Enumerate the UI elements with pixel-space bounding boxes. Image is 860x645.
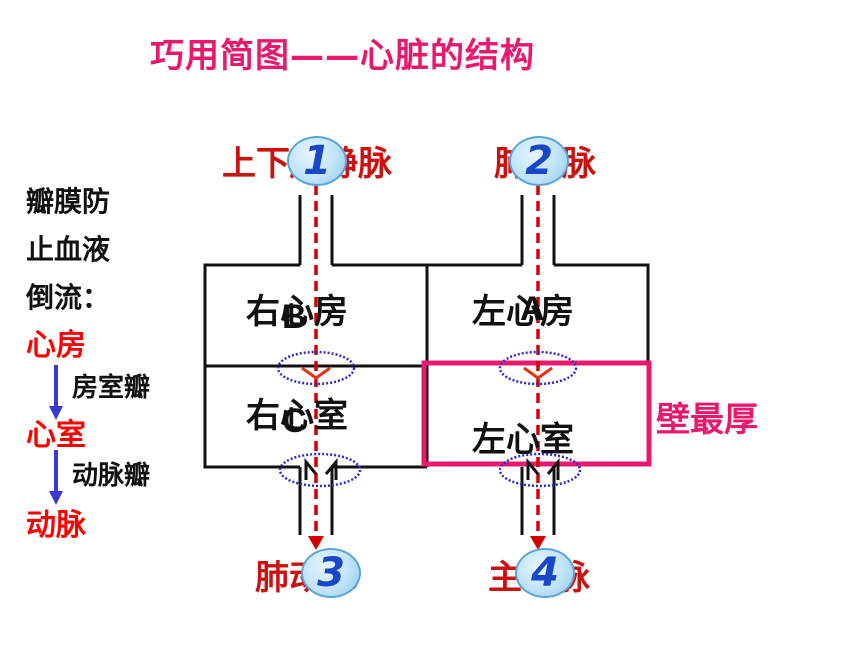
- number-badge-4: 4: [515, 548, 575, 598]
- note-av-valve: 房室瓣: [72, 373, 151, 403]
- arterial-valve-flap: [526, 457, 540, 480]
- chamber-left-ventricle: 左心室: [472, 420, 574, 460]
- valve-ring: [276, 350, 356, 386]
- thickest-wall-label: 壁最厚: [656, 400, 758, 440]
- note-line-2: 止血液: [26, 233, 111, 266]
- letter-b: B: [282, 298, 307, 336]
- arterial-valve-flap: [304, 457, 318, 480]
- down-arrow-head: [49, 406, 63, 420]
- note-atrium: 心房: [26, 328, 86, 363]
- chamber-right-atrium: 右心房: [246, 292, 348, 332]
- chamber-left-atrium: 左心房: [472, 292, 574, 332]
- letter-a: A: [520, 290, 545, 328]
- number-badge-1: 1: [287, 136, 347, 186]
- valve-ring: [278, 452, 362, 488]
- number-badge-3: 3: [301, 548, 361, 598]
- arterial-valve-flap: [324, 457, 338, 480]
- number-badge-2: 2: [509, 136, 569, 186]
- letter-c: C: [282, 402, 307, 440]
- page-title: 巧用简图——心脏的结构: [150, 36, 535, 76]
- note-arterial-valve: 动脉瓣: [72, 461, 151, 491]
- heart-outline: [554, 263, 650, 362]
- note-artery: 动脉: [26, 508, 86, 543]
- valve-ring: [498, 350, 578, 386]
- valve-ring: [498, 452, 582, 488]
- chamber-right-ventricle: 右心室: [246, 396, 348, 436]
- flow-arrowhead: [530, 536, 546, 550]
- down-arrow-head: [49, 491, 63, 505]
- note-ventricle: 心室: [26, 418, 86, 453]
- av-valve-flap: [523, 366, 553, 380]
- flow-arrowhead: [308, 536, 324, 550]
- note-line-3: 倒流：: [26, 281, 111, 314]
- av-valve-flap: [301, 366, 331, 380]
- arterial-valve-flap: [546, 457, 560, 480]
- note-line-1: 瓣膜防: [26, 185, 111, 218]
